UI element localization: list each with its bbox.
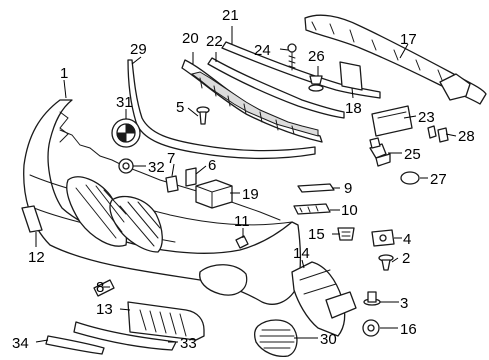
reflector-12 [21,205,43,233]
callout-22: 22 [206,33,223,50]
bumper-cover [23,99,301,305]
push-clip-3 [363,291,381,306]
lower-trim [73,321,177,351]
callout-9: 9 [344,180,352,197]
callout-23: 23 [418,109,435,126]
callout-3: 3 [400,295,408,312]
small-trim-34 [45,335,105,355]
push-pin-5 [196,106,210,125]
callout-7: 7 [167,150,175,167]
callout-2: 2 [402,250,410,267]
bracket-23 [371,105,413,137]
trim-10 [293,203,331,215]
foam-block [195,179,233,209]
callout-4: 4 [403,231,411,248]
callout-19: 19 [242,186,259,203]
fog-grille [254,319,298,358]
cap-11 [235,235,249,249]
impact-bar [304,14,487,105]
lower-grille [127,301,205,341]
upper-strip [207,57,345,119]
bracket-7 [165,175,179,193]
sensor-bracket [369,137,391,167]
leader-lines [35,26,457,343]
callout-16: 16 [400,321,417,338]
callout-27: 27 [430,171,447,188]
air-duct [291,261,357,337]
bracket-6 [185,167,197,187]
callout-24: 24 [254,42,271,59]
callout-11: 11 [234,213,250,230]
callout-30: 30 [320,331,337,348]
trim-9 [297,183,335,193]
callout-32: 32 [148,159,165,176]
sensor-cap [400,171,420,185]
screw-2 [378,254,394,271]
callout-1: 1 [60,65,68,82]
callout-20: 20 [182,30,199,47]
callout-14: 14 [293,245,310,262]
callout-8: 8 [96,279,104,296]
callout-15: 15 [308,226,325,243]
callout-labels: 1 2 3 4 5 6 7 8 9 10 11 12 13 14 15 16 1… [12,7,475,352]
screw-24 [287,43,297,71]
upper-grille-support [181,59,323,143]
emblem-grommet [118,158,134,174]
long-strip [221,41,381,99]
bracket-8 [93,279,115,297]
callout-18: 18 [345,100,362,117]
callout-28: 28 [458,128,475,145]
callout-5: 5 [176,99,184,116]
callout-29: 29 [130,41,147,58]
callout-31: 31 [116,94,133,111]
callout-13: 13 [96,301,113,318]
callout-25: 25 [404,146,421,163]
trim-strip [127,59,316,160]
brackets-28 [427,125,449,143]
washer-16 [362,319,380,337]
callout-10: 10 [341,202,358,219]
callout-21: 21 [222,7,239,24]
emblem [111,118,141,148]
bracket-18 [339,61,363,91]
clip-15 [337,227,355,241]
callout-17: 17 [400,31,417,48]
callout-12: 12 [28,249,45,266]
callout-33: 33 [180,335,197,352]
nut-clip [371,229,395,247]
callout-34: 34 [12,335,29,352]
callout-26: 26 [308,48,325,65]
callout-6: 6 [208,157,216,174]
